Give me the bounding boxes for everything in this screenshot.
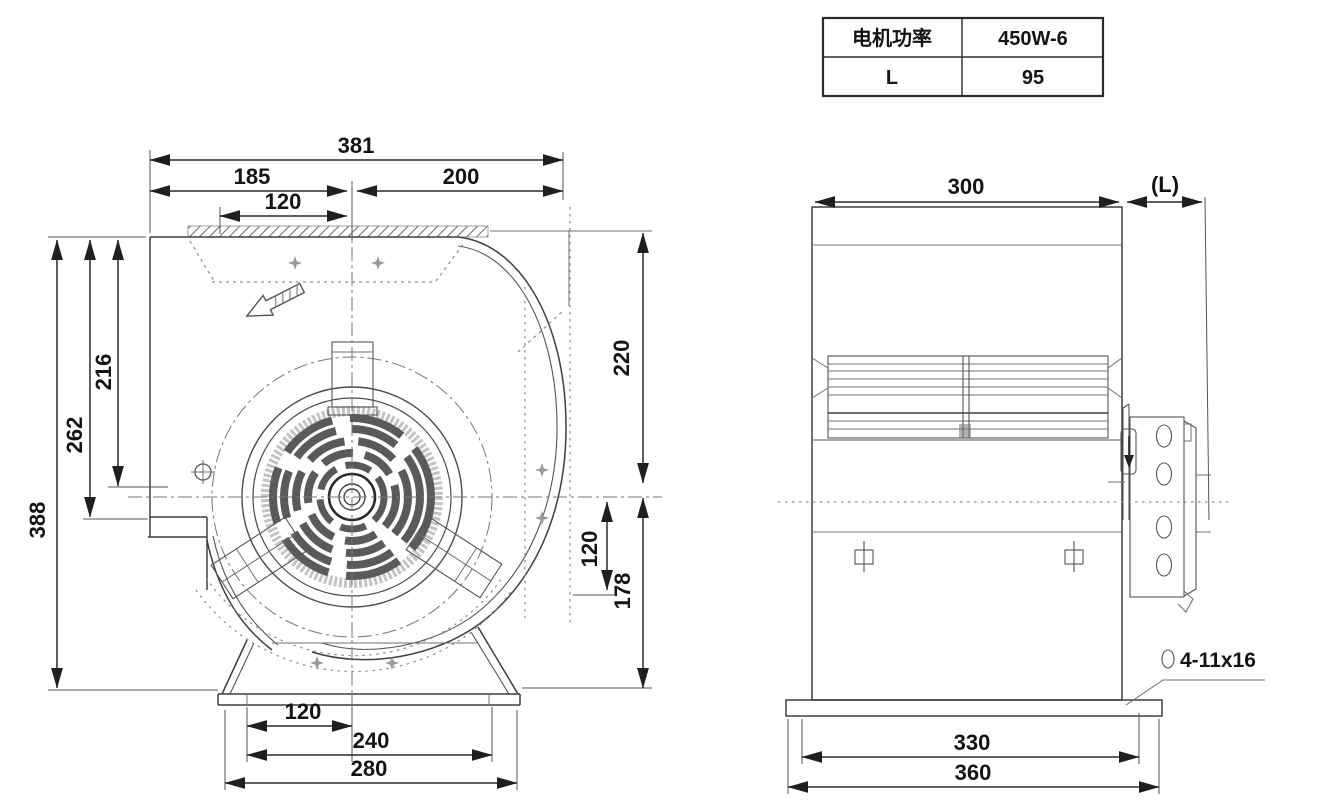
- dim-220: 220: [609, 340, 634, 377]
- front-view: 381 185 200 120 388 262 216 220 120 1: [25, 133, 662, 790]
- dim-120-base: 120: [285, 699, 322, 724]
- dim-330: 330: [954, 730, 991, 755]
- dim-300: 300: [948, 174, 985, 199]
- front-casing-outline: [148, 225, 652, 661]
- spec-motor-power-value: 450W-6: [998, 28, 1068, 50]
- spec-L-label: L: [886, 67, 898, 89]
- front-impeller: [210, 341, 503, 638]
- dim-360: 360: [955, 760, 992, 785]
- dim-216: 216: [91, 354, 116, 391]
- front-dimensions-left: 388 262 216: [25, 236, 218, 691]
- dim-240: 240: [353, 728, 390, 753]
- inlet-flange-hatch: [187, 225, 489, 238]
- front-pedestal: [217, 626, 521, 706]
- mount-slot-hole: [1155, 462, 1173, 486]
- hole-callout: 4-11x16: [1125, 649, 1265, 706]
- dim-L: (L): [1151, 172, 1179, 197]
- spec-motor-power-label: 电机功率: [852, 26, 932, 50]
- side-bolt-symbols: [854, 541, 1084, 572]
- support-bracket-right: [405, 515, 503, 599]
- dim-178: 178: [610, 573, 635, 610]
- dim-388: 388: [25, 502, 50, 539]
- dim-381: 381: [338, 133, 375, 158]
- support-bracket-left: [210, 516, 308, 600]
- front-centerlines: [128, 222, 662, 714]
- dim-262: 262: [62, 417, 87, 454]
- side-view: 300 (L) 330 360 4-11x16: [778, 172, 1265, 794]
- airflow-direction-arrow-icon: [245, 282, 306, 317]
- dim-185: 185: [234, 164, 271, 189]
- side-base-flange: [785, 699, 1163, 717]
- position-markers: [288, 256, 549, 670]
- mount-slot-hole: [1155, 553, 1173, 577]
- datum-target-symbol: [191, 460, 215, 484]
- hole-note: 4-11x16: [1180, 649, 1256, 672]
- dim-200: 200: [443, 164, 480, 189]
- front-dimensions-bottom: 120 240 280: [224, 699, 518, 790]
- side-casing: [811, 206, 1123, 701]
- front-hidden-lines: [189, 207, 571, 673]
- hole-callout-leader: [1125, 679, 1265, 706]
- spec-table: 电机功率 450W-6 L 95: [821, 16, 1105, 98]
- motor-mount-bracket: [1108, 403, 1211, 613]
- drum-hub-mark: [959, 424, 971, 438]
- slot-hole-icon: [1161, 649, 1175, 669]
- rotation-direction-arrow-icon: [1120, 428, 1137, 475]
- side-impeller-drum: [811, 355, 1123, 439]
- dim-120-right: 120: [577, 531, 602, 568]
- dim-280: 280: [351, 756, 388, 781]
- mount-slot-hole: [1155, 515, 1173, 539]
- front-dimensions-right: 220 120 178: [522, 232, 652, 689]
- mount-slot-hole: [1155, 424, 1173, 448]
- side-dimensions: 300 (L) 330 360: [787, 172, 1210, 794]
- front-dimensions-top: 381 185 200 120: [149, 133, 564, 240]
- spec-L-value: 95: [1022, 67, 1044, 89]
- dim-120-top: 120: [265, 189, 302, 214]
